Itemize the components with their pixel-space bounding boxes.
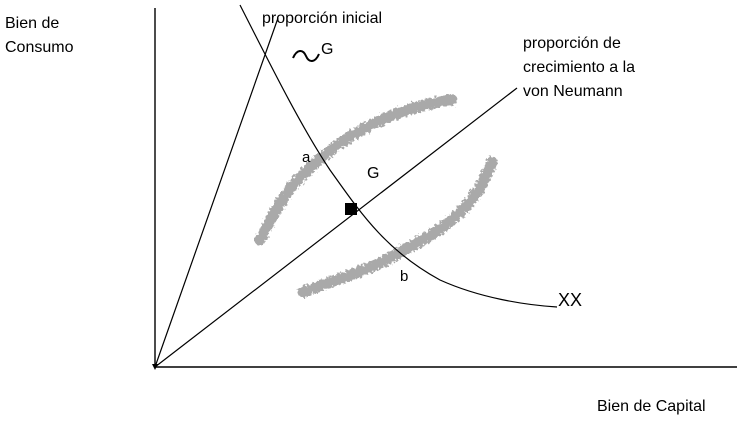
origin-mark: [152, 364, 158, 370]
xx-label: XX: [558, 290, 582, 310]
upper-shaded-band: [254, 94, 458, 246]
von-neumann-label-line2: crecimiento a la: [523, 59, 635, 76]
axes: [154, 8, 737, 368]
shaded-bands: [254, 94, 498, 298]
rays: [154, 17, 518, 368]
von-neumann-label-line3: von Neumann: [523, 83, 623, 100]
y-axis-label-line1: Bien de: [5, 15, 59, 32]
region-g-label: G: [367, 165, 379, 182]
tilde-icon: [292, 50, 320, 62]
lower-shaded-band: [297, 156, 498, 298]
production-curve: [239, 4, 558, 308]
initial-proportion-ray: [154, 17, 279, 368]
point-a-label: a: [302, 149, 311, 166]
point-b-label: b: [400, 268, 408, 285]
x-axis-label: Bien de Capital: [597, 398, 706, 415]
tilde-g-label: G: [321, 41, 333, 58]
equilibrium-point-marker: [345, 203, 357, 215]
y-axis-label-line2: Consumo: [5, 39, 74, 56]
initial-proportion-label: proporción inicial: [262, 10, 382, 27]
von-neumann-ray: [154, 87, 518, 368]
von-neumann-label-line1: proporción de: [523, 35, 621, 52]
